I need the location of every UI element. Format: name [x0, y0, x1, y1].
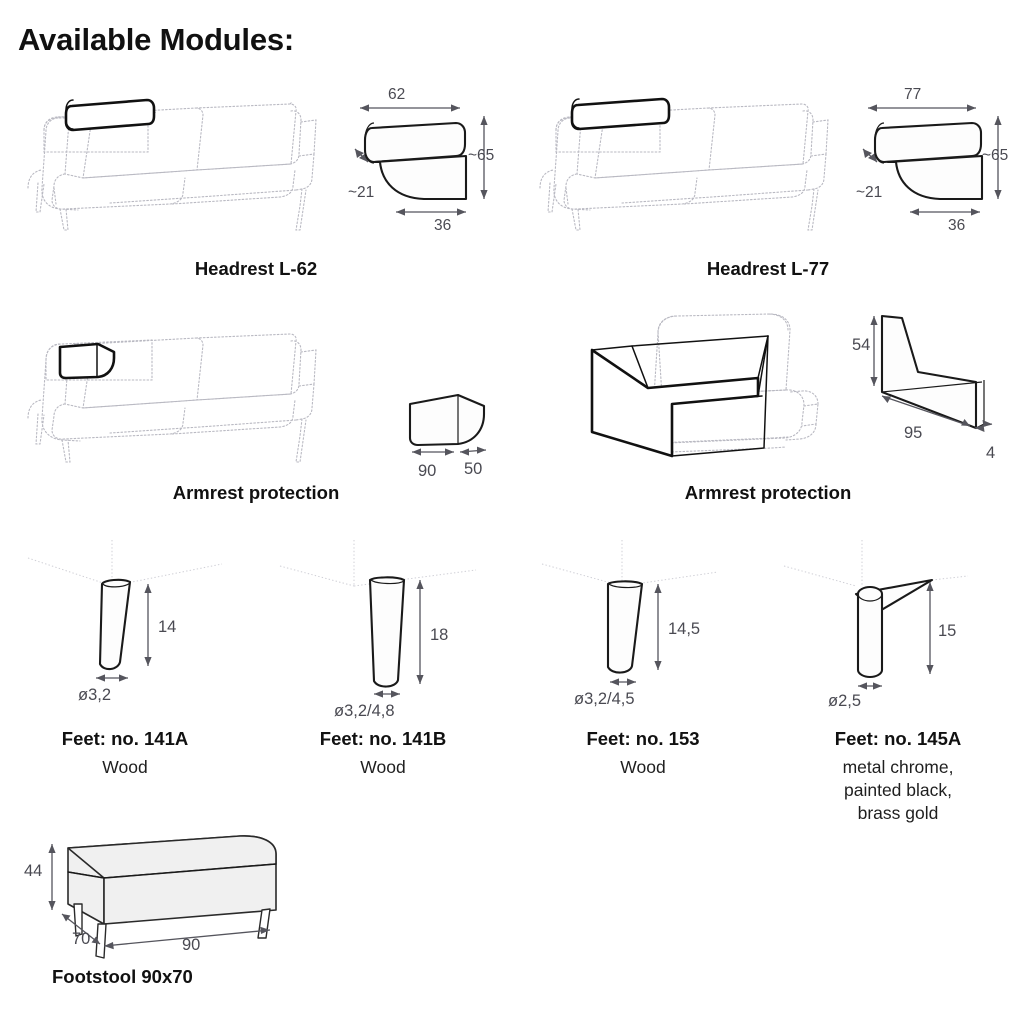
caption-foot-153: Feet: no. 153: [586, 728, 700, 749]
dim-headrest-l62-width: 62: [388, 86, 406, 103]
foot-153-illustration: [541, 540, 719, 686]
dim-foot-141b-diameter: ø3,2/4,8: [334, 702, 395, 720]
foot-141a-illustration: [27, 540, 223, 682]
module-headrest-l62: 62 ~65 36 ~21 Headrest L-62: [0, 78, 512, 283]
module-foot-141b: 18 ø3,2/4,8 Feet: no. 141B Wood: [258, 540, 508, 790]
armrest-small-illustration: [27, 333, 317, 463]
headrest-l77-detail: [862, 104, 1002, 216]
dim-armrest-large-height: 54: [852, 336, 871, 354]
headrest-l77-illustration: [539, 97, 829, 231]
dim-footstool-height: 44: [24, 862, 43, 880]
module-foot-145a: 15 ø2,5 Feet: no. 145A metal chrome, pai…: [772, 540, 1024, 860]
foot-141b-illustration: [279, 540, 477, 698]
caption-armrest-protection-large: Armrest protection: [684, 482, 852, 503]
caption-headrest-l62: Headrest L-62: [194, 258, 318, 279]
material-foot-141b: Wood: [360, 757, 406, 777]
dim-headrest-l77-width: 77: [904, 86, 922, 103]
dim-armrest-small-depth: 50: [464, 460, 483, 478]
page-title: Available Modules:: [18, 22, 295, 57]
dim-headrest-l62-thickness: ~21: [348, 184, 375, 201]
module-foot-141a: 14 ø3,2 Feet: no. 141A Wood: [0, 540, 250, 790]
module-foot-153: 14,5 ø3,2/4,5 Feet: no. 153 Wood: [518, 540, 768, 790]
footstool-illustration: [48, 835, 277, 959]
foot-145a-illustration: [783, 540, 969, 690]
dim-foot-153-height: 14,5: [668, 620, 701, 638]
caption-foot-141b: Feet: no. 141B: [319, 728, 447, 749]
dim-foot-145a-height: 15: [938, 622, 957, 640]
dim-foot-145a-diameter: ø2,5: [828, 692, 862, 710]
caption-armrest-protection-small: Armrest protection: [172, 482, 340, 503]
dim-foot-141a-diameter: ø3,2: [78, 686, 112, 704]
dim-foot-141a-height: 14: [158, 618, 177, 636]
caption-footstool: Footstool 90x70: [52, 966, 193, 987]
headrest-l62-illustration: [27, 98, 317, 231]
armrest-large-illustration: [590, 313, 819, 458]
dim-foot-153-diameter: ø3,2/4,5: [574, 690, 635, 708]
module-headrest-l77: 77 ~65 36 ~21 Headrest L-77: [512, 78, 1024, 283]
armrest-small-detail: [408, 393, 487, 456]
dim-headrest-l62-depth: 36: [434, 217, 452, 234]
dim-armrest-small-width: 90: [418, 462, 437, 480]
dim-footstool-width: 90: [182, 936, 201, 954]
caption-headrest-l77: Headrest L-77: [706, 258, 830, 279]
module-armrest-protection-small: 90 50 Armrest protection: [0, 300, 512, 510]
caption-foot-145a: Feet: no. 145A: [834, 728, 962, 749]
dim-headrest-l62-height: ~65: [468, 147, 495, 164]
material-foot-145a-line2: painted black,: [844, 780, 952, 800]
dim-armrest-large-thickness: 4: [986, 444, 996, 462]
material-foot-153: Wood: [620, 757, 666, 777]
caption-foot-141a: Feet: no. 141A: [61, 728, 189, 749]
module-armrest-protection-large: 54 95 4 Armrest protection: [512, 300, 1024, 510]
dim-foot-141b-height: 18: [430, 626, 449, 644]
material-foot-141a: Wood: [102, 757, 148, 777]
headrest-l62-detail: [354, 104, 488, 216]
armrest-large-detail: [870, 314, 993, 432]
dim-armrest-large-length: 95: [904, 424, 923, 442]
dim-footstool-depth: 70: [72, 930, 91, 948]
dim-headrest-l77-depth: 36: [948, 217, 966, 234]
dim-headrest-l77-height: ~65: [982, 147, 1009, 164]
dim-headrest-l77-thickness: ~21: [856, 184, 883, 201]
module-footstool: 44 70 90 Footstool 90x70: [0, 818, 320, 998]
material-foot-145a-line1: metal chrome,: [842, 757, 954, 777]
material-foot-145a-line3: brass gold: [857, 803, 939, 823]
